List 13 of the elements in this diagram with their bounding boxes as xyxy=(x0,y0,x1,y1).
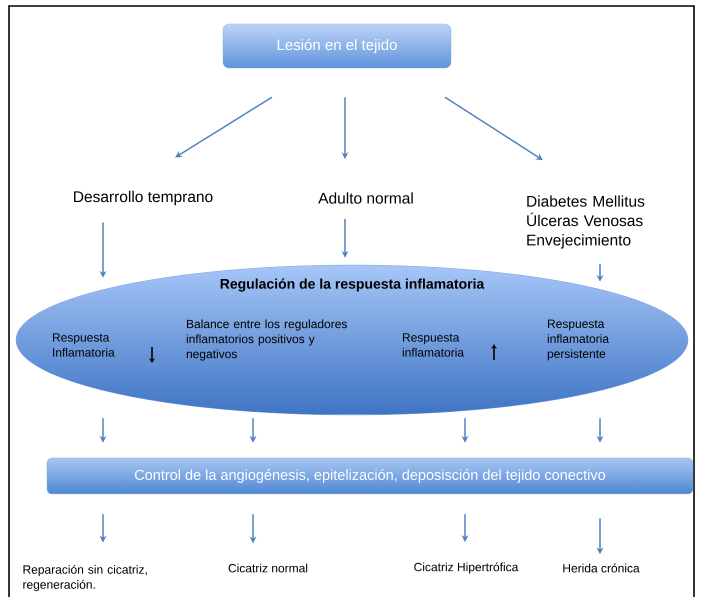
outcome-label: Herida crónica xyxy=(563,564,640,572)
stage-label: Desarrollo temprano xyxy=(74,190,213,206)
outcome-label: Cicatriz Hipertrófica xyxy=(414,562,518,574)
ellipse-text: Respuesta Inflamatoria xyxy=(53,333,115,357)
ellipse-text: Respuesta inflamatoria persistente xyxy=(548,320,610,360)
stage-label: Diabetes Mellitus Úlceras Venosas Envejecimiento xyxy=(527,195,644,249)
ellipse-text: Respuesta inflamatoria xyxy=(402,333,464,357)
ellipse-text: Balance entre los reguladores inflamatorios positivos y negativos xyxy=(186,319,347,361)
outcome-label: Reparación sin cicatriz, regeneración. xyxy=(23,564,147,592)
process-box: Lesión en el tejido xyxy=(222,24,452,68)
process-box: Control de la angiogénesis, epitelización, deposisción del tejido conectivo xyxy=(46,458,694,494)
stage-label: Adulto normal xyxy=(318,192,413,204)
outcome-label: Cicatriz normal xyxy=(228,564,308,572)
